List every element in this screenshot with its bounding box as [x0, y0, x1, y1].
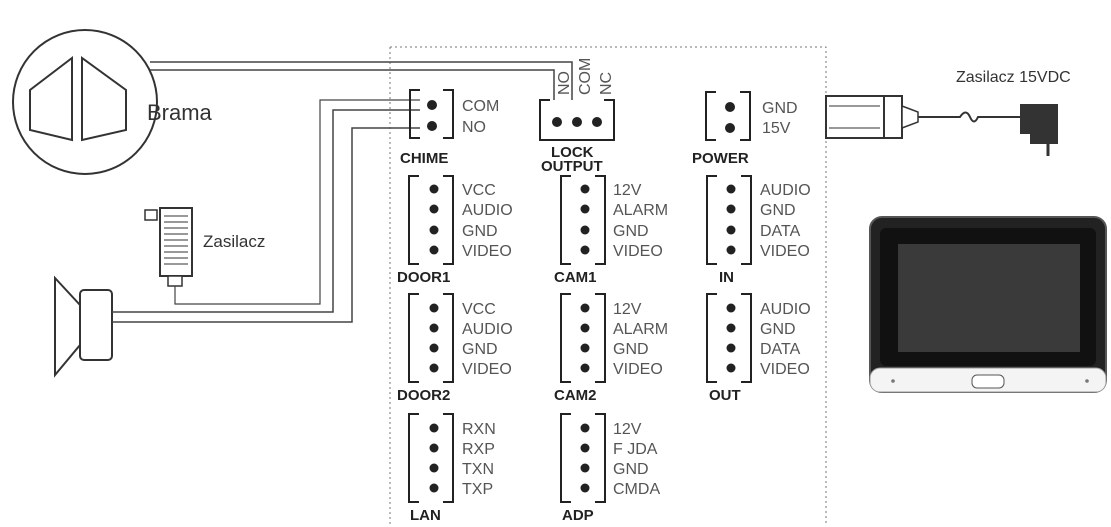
door1-connector: VCC AUDIO GND VIDEO DOOR1 — [397, 175, 513, 286]
cam2-pin-12v: 12V — [613, 301, 642, 318]
lan-title: LAN — [410, 507, 441, 524]
out-pin-data: DATA — [760, 341, 801, 358]
plug-adapter-icon — [144, 207, 193, 287]
cam1-pin-gnd: GND — [613, 223, 649, 240]
power-title: POWER — [692, 150, 749, 167]
cam2-pin-alarm: ALARM — [613, 321, 668, 338]
board-outline — [389, 46, 827, 524]
lan-connector: RXN RXP TXN TXP LAN — [408, 413, 496, 524]
lan-pin-rxp: RXP — [462, 441, 495, 458]
out-title: OUT — [709, 387, 741, 404]
monitor-icon — [869, 216, 1107, 393]
psu-left-label: Zasilacz — [203, 232, 265, 251]
cam1-title: CAM1 — [554, 269, 597, 286]
chime-pin-com: COM — [462, 98, 499, 115]
cam1-pin-12v: 12V — [613, 182, 642, 199]
adp-pin-12v: 12V — [613, 421, 642, 438]
adp-pin-gnd: GND — [613, 461, 649, 478]
lock-title-line2: OUTPUT — [541, 158, 603, 175]
door2-pin-gnd: GND — [462, 341, 498, 358]
in-title: IN — [719, 269, 734, 286]
lan-pin-txp: TXP — [462, 481, 493, 498]
psu-right-label: Zasilacz 15VDC — [956, 69, 1071, 86]
door1-pin-vcc: VCC — [462, 182, 496, 199]
in-connector: AUDIO GND DATA VIDEO IN — [706, 175, 811, 286]
cam1-connector: 12V ALARM GND VIDEO CAM1 — [554, 175, 668, 286]
door-station-icon — [54, 275, 113, 378]
out-pin-audio: AUDIO — [760, 301, 811, 318]
cam2-title: CAM2 — [554, 387, 597, 404]
door-wires — [112, 99, 420, 323]
chime-pin-no: NO — [462, 119, 486, 136]
in-pin-gnd: GND — [760, 202, 796, 219]
cam2-connector: 12V ALARM GND VIDEO CAM2 — [554, 293, 668, 404]
adp-title: ADP — [562, 507, 594, 524]
gate-label: Brama — [147, 100, 213, 125]
lan-pin-txn: TXN — [462, 461, 494, 478]
in-pin-data: DATA — [760, 223, 801, 240]
door1-pin-gnd: GND — [462, 223, 498, 240]
dc-plug-icon — [825, 95, 1058, 156]
lock-connector: NO COM NC LOCK OUTPUT — [539, 58, 615, 175]
cam2-pin-video: VIDEO — [613, 361, 663, 378]
door1-pin-video: VIDEO — [462, 243, 512, 260]
door2-title: DOOR2 — [397, 387, 450, 404]
out-pin-gnd: GND — [760, 321, 796, 338]
lock-title-line1: LOCK — [551, 144, 594, 161]
cam2-pin-gnd: GND — [613, 341, 649, 358]
door2-pin-video: VIDEO — [462, 361, 512, 378]
chime-title: CHIME — [400, 150, 448, 167]
lock-pin-com: COM — [577, 58, 594, 95]
power-connector: GND 15V POWER — [692, 91, 798, 167]
lock-pin-nc: NC — [598, 72, 615, 95]
gate-wires — [150, 61, 573, 100]
cam1-pin-video: VIDEO — [613, 243, 663, 260]
lan-pin-rxn: RXN — [462, 421, 496, 438]
in-pin-video: VIDEO — [760, 243, 810, 260]
adp-connector: 12V F JDA GND CMDA ADP — [560, 413, 660, 524]
door2-pin-audio: AUDIO — [462, 321, 513, 338]
door1-title: DOOR1 — [397, 269, 450, 286]
in-pin-audio: AUDIO — [760, 182, 811, 199]
power-pin-gnd: GND — [762, 100, 798, 117]
chime-connector: COM NO CHIME — [400, 89, 499, 167]
door2-pin-vcc: VCC — [462, 301, 496, 318]
lock-pin-no: NO — [556, 71, 573, 95]
cam1-pin-alarm: ALARM — [613, 202, 668, 219]
adp-pin-cmda: CMDA — [613, 481, 660, 498]
door2-connector: VCC AUDIO GND VIDEO DOOR2 — [397, 293, 513, 404]
adp-pin-fjda: F JDA — [613, 441, 658, 458]
out-connector: AUDIO GND DATA VIDEO OUT — [706, 293, 811, 404]
power-pin-15v: 15V — [762, 120, 791, 137]
gate-icon — [12, 29, 158, 175]
out-pin-video: VIDEO — [760, 361, 810, 378]
door1-pin-audio: AUDIO — [462, 202, 513, 219]
